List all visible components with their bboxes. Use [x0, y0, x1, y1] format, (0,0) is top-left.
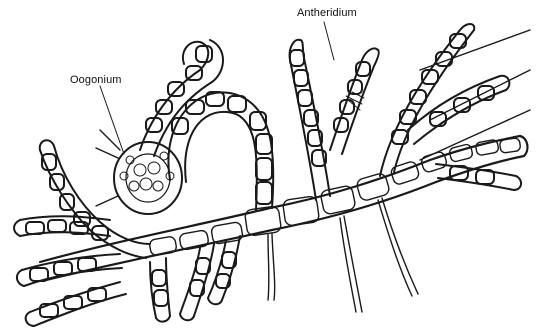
left-branches [14, 140, 150, 326]
lower-branches [150, 236, 240, 322]
oogonium-label: Oogonium [70, 75, 122, 86]
upper-left-branch [140, 40, 223, 156]
main-filament-cells [149, 138, 521, 256]
leader-lines [100, 22, 334, 154]
antheridium-label: Antheridium [297, 8, 357, 19]
oogonium [96, 130, 182, 214]
antheridium-leader-line [324, 22, 334, 60]
loop-filament [168, 92, 273, 210]
oogonium-leader-line [100, 86, 124, 154]
antheridium-branch [290, 40, 379, 200]
